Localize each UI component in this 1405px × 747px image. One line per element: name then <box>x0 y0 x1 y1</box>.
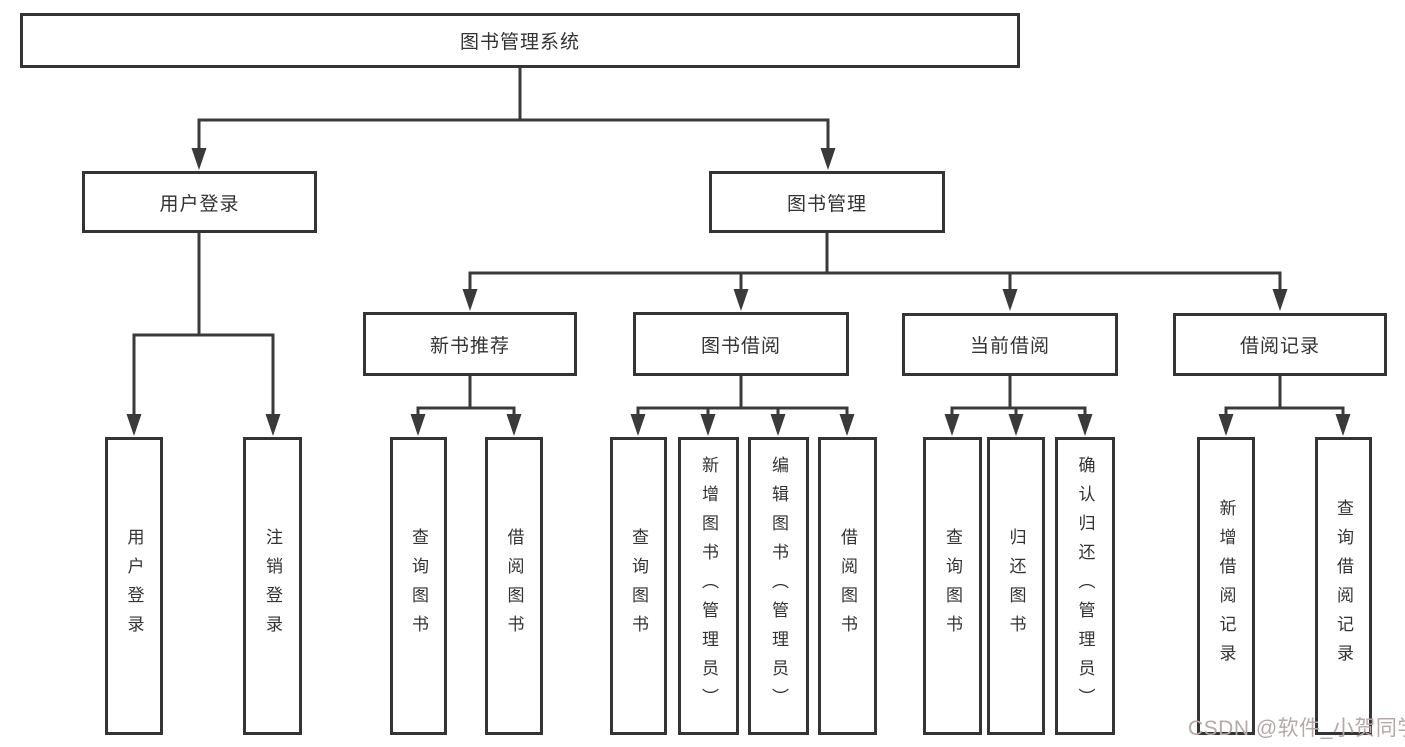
node-label: 查询借阅记录 <box>1334 499 1353 673</box>
node-label: 用户登录 <box>124 528 144 644</box>
arrowheads <box>126 148 1351 436</box>
node-label: 查询图书 <box>943 528 962 644</box>
node-label: 编辑图书（管理员） <box>769 455 788 717</box>
node-label: 查询图书 <box>409 528 428 644</box>
node-borrow-records: 借阅记录 <box>1173 313 1387 376</box>
node-label: 新书推荐 <box>429 335 510 357</box>
node-book-management: 图书管理 <box>709 171 945 233</box>
node-label: 图书借阅 <box>700 335 781 357</box>
leaf-query-books-borrow: 查询图书 <box>610 437 667 735</box>
node-label: 新增借阅记录 <box>1216 499 1236 673</box>
node-label: 确认归还（管理员） <box>1075 455 1095 717</box>
leaf-query-books-current: 查询图书 <box>923 437 982 735</box>
node-label: 用户登录 <box>159 193 240 215</box>
node-current-borrow: 当前借阅 <box>902 313 1118 376</box>
node-label: 归还图书 <box>1006 528 1026 644</box>
node-label: 注销登录 <box>263 528 282 644</box>
leaf-borrow-books-recommend: 借阅图书 <box>485 437 543 735</box>
leaf-user-login: 用户登录 <box>105 437 163 735</box>
leaf-query-books-recommend: 查询图书 <box>390 437 447 735</box>
leaf-borrow-books: 借阅图书 <box>818 437 877 735</box>
node-new-book-recommend: 新书推荐 <box>363 312 577 376</box>
node-book-borrow: 图书借阅 <box>633 312 849 376</box>
leaf-add-books-admin: 新增图书（管理员） <box>678 437 739 735</box>
node-label: 图书管理系统 <box>459 32 580 53</box>
leaf-confirm-return-admin: 确认归还（管理员） <box>1055 437 1115 735</box>
node-user-login: 用户登录 <box>82 171 317 233</box>
leaf-edit-books-admin: 编辑图书（管理员） <box>748 437 809 735</box>
node-label: 查询图书 <box>629 528 648 644</box>
node-label: 借阅图书 <box>838 528 857 644</box>
leaf-query-borrow-record: 查询借阅记录 <box>1315 437 1372 735</box>
node-label: 图书管理 <box>786 193 867 215</box>
node-label: 当前借阅 <box>969 336 1050 357</box>
leaf-return-books: 归还图书 <box>987 437 1045 735</box>
node-label: 新增图书（管理员） <box>699 455 718 717</box>
csdn-watermark: CSDN @软件_小贺同学 <box>1188 717 1405 740</box>
leaf-add-borrow-record: 新增借阅记录 <box>1197 437 1255 735</box>
node-label: 借阅记录 <box>1239 336 1320 357</box>
node-label: 借阅图书 <box>504 528 524 644</box>
node-library-management-system: 图书管理系统 <box>20 13 1020 68</box>
leaf-logout: 注销登录 <box>243 437 302 735</box>
